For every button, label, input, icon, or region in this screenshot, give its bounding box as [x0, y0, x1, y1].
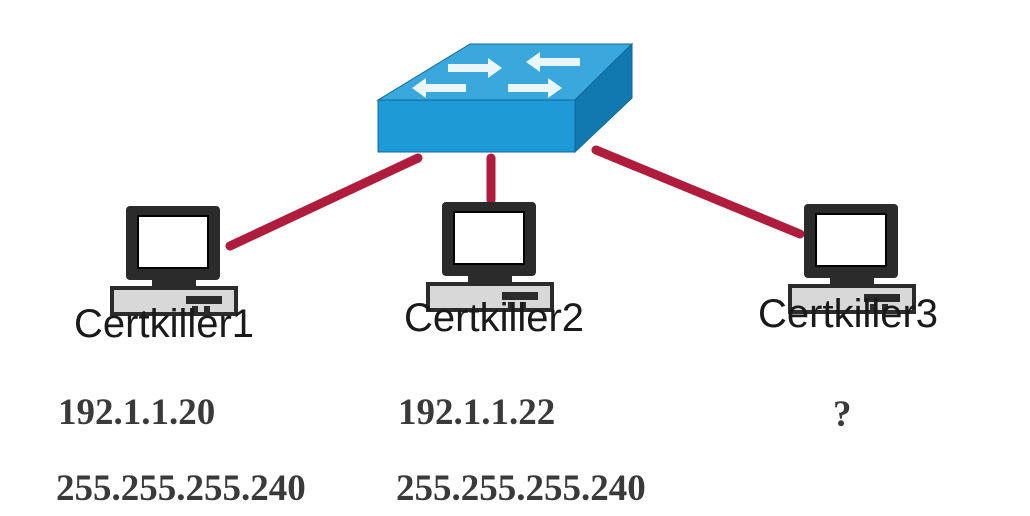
link-certkiller3 — [591, 145, 805, 239]
computer-icon — [426, 202, 554, 312]
link-certkiller1 — [225, 153, 423, 251]
subnet-mask-certkiller1: 255.255.255.240 — [56, 468, 306, 509]
network-switch-icon — [376, 42, 634, 154]
computer-icon — [788, 204, 916, 314]
host-name-certkiller2: Certkiller2 — [404, 296, 585, 340]
ip-address-certkiller3: ? — [833, 394, 852, 435]
host-name-certkiller3: Certkiller3 — [758, 292, 939, 336]
subnet-mask-certkiller2: 255.255.255.240 — [396, 468, 646, 509]
ip-address-certkiller1: 192.1.1.20 — [58, 392, 216, 433]
host-name-certkiller1: Certkiller1 — [74, 302, 255, 346]
computer-icon — [110, 206, 238, 316]
ip-address-certkiller2: 192.1.1.22 — [398, 392, 556, 433]
